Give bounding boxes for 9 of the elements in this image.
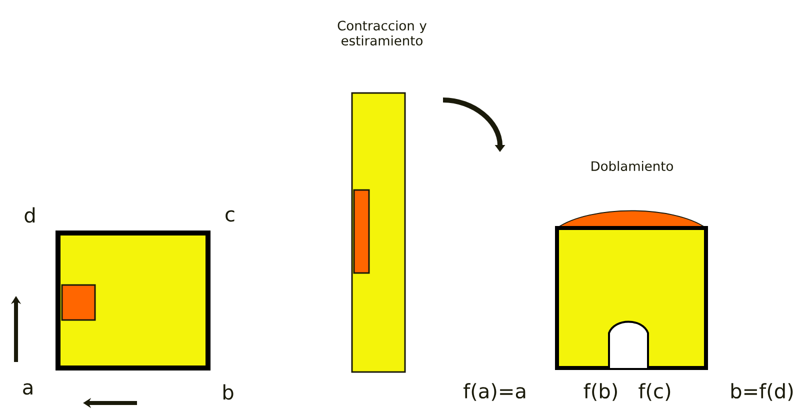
- point-label: b=f(d): [731, 383, 793, 401]
- point-label: f(a)=a: [464, 383, 526, 401]
- point-label: c: [226, 210, 234, 222]
- point-label: b: [223, 384, 234, 400]
- square-drawing: [56, 230, 210, 370]
- point-label: a: [23, 383, 32, 395]
- point-label: d: [24, 207, 35, 223]
- step-heading: Contraccion y estiramiento: [338, 20, 427, 46]
- step-heading: Doblamiento: [592, 160, 673, 172]
